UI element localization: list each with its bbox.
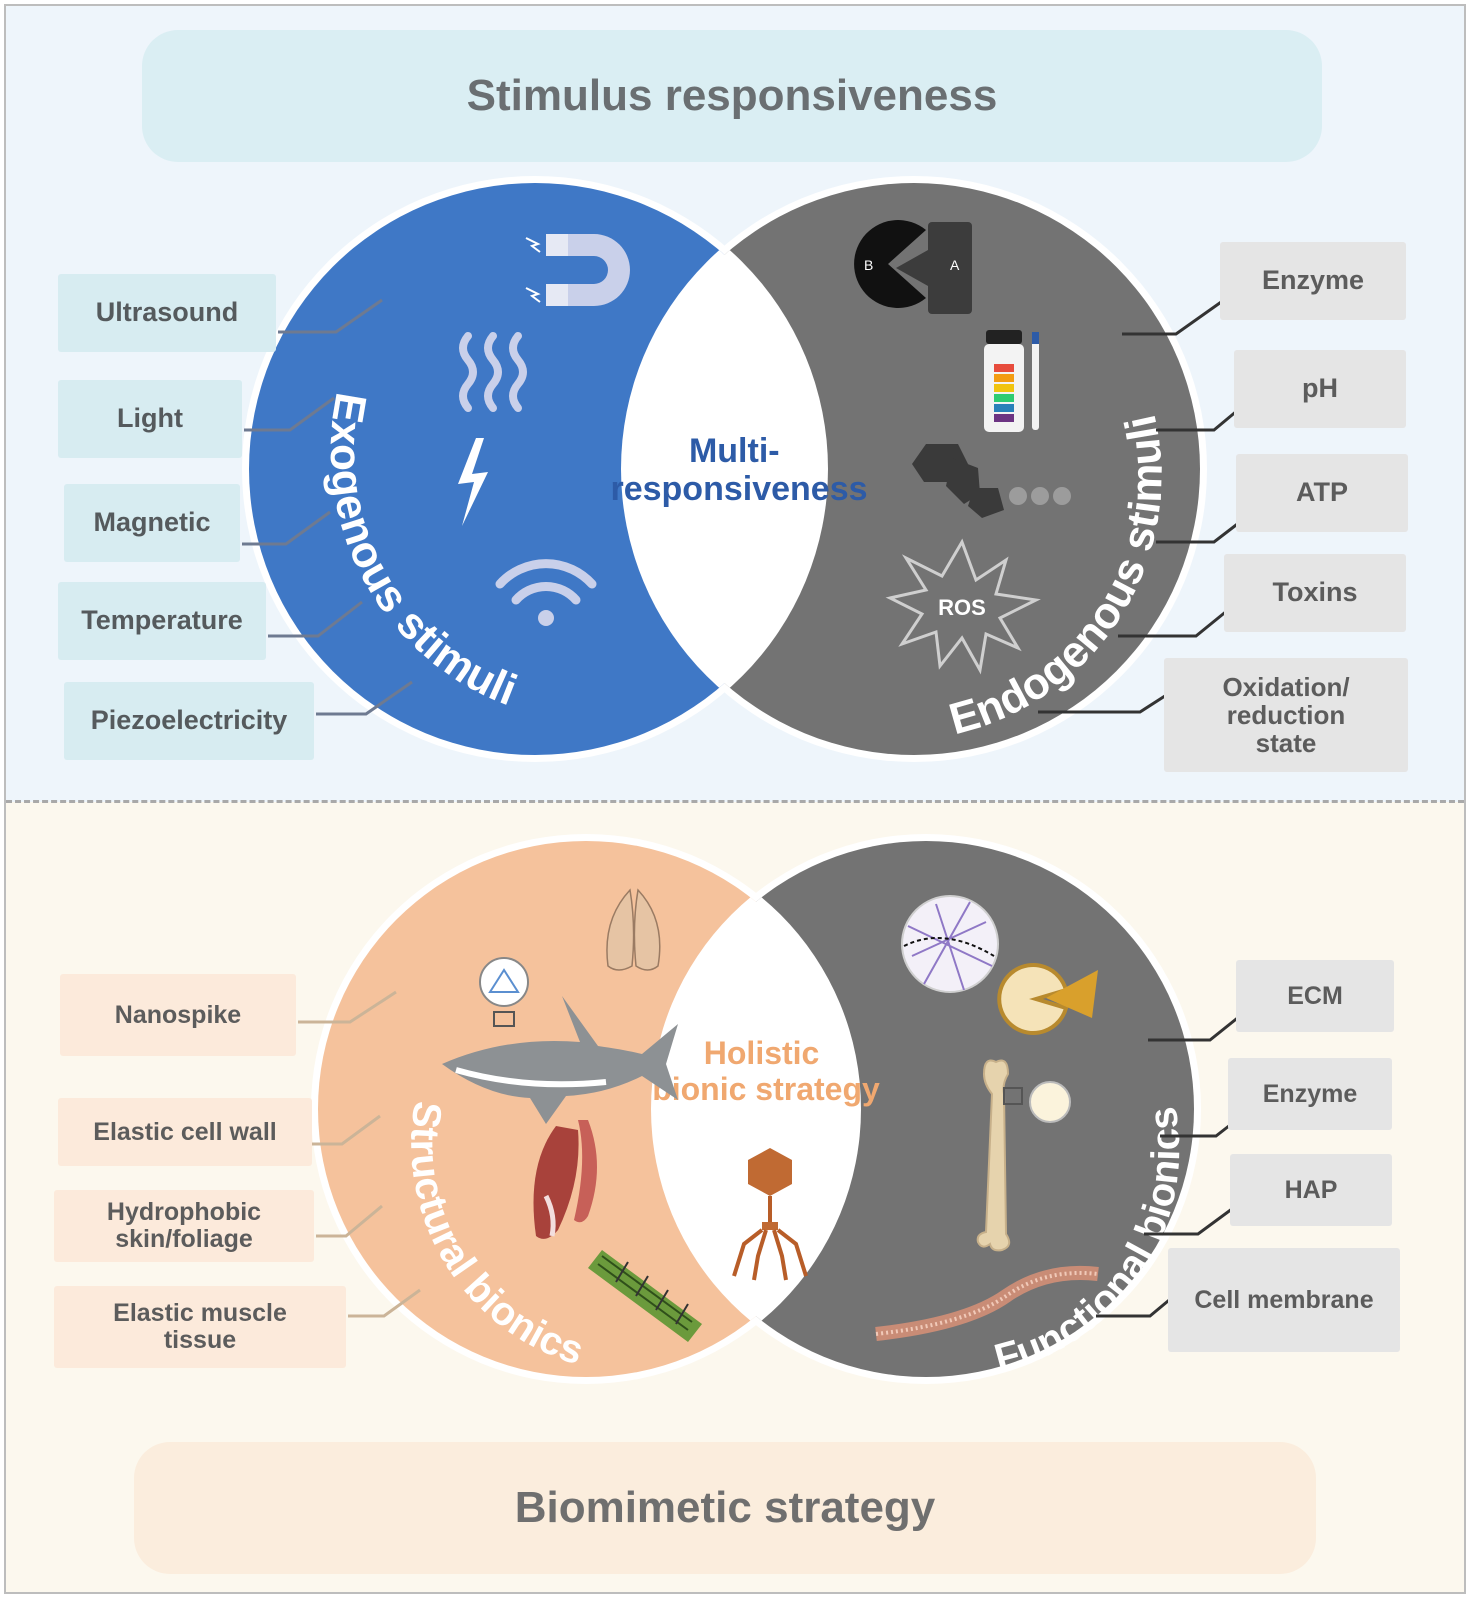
bottom-venn: Structural bionics Functional bionics Ho… <box>298 834 1241 1384</box>
label-oxidation-reduction-text: Oxidation/ reduction state <box>1222 671 1350 759</box>
ros-burst-icon: ROS <box>885 538 1041 675</box>
label-oxidation-reduction: Oxidation/ reduction state <box>1164 658 1408 772</box>
stimulus-title: Stimulus responsiveness <box>142 30 1322 162</box>
top-venn: Exogenous stimuli Endogenous stimuli Mul… <box>242 176 1241 762</box>
label-toxins: Toxins <box>1224 554 1406 632</box>
top-right-connectors <box>1038 298 1241 714</box>
multi-responsiveness-label: Multi- responsiveness <box>610 432 867 508</box>
wifi-icon <box>495 559 597 626</box>
enzyme-label-b: B <box>864 257 873 273</box>
shark-icon <box>442 996 678 1124</box>
ecm-fiber-icon <box>901 895 999 993</box>
bottom-right-connectors <box>1096 1014 1241 1318</box>
label-hap: HAP <box>1230 1154 1392 1226</box>
bone-icon <box>976 1059 1071 1252</box>
center-line-2: responsiveness <box>610 470 867 508</box>
lightning-icon <box>458 438 488 526</box>
label-elastic-muscle: Elastic muscle tissue <box>54 1286 346 1368</box>
label-ph: pH <box>1234 350 1406 428</box>
label-cell-membrane: Cell membrane <box>1168 1248 1400 1352</box>
bottom-left-connectors <box>298 990 421 1318</box>
holistic-line-2: bionic strategy <box>652 1071 880 1107</box>
label-atp: ATP <box>1236 454 1408 532</box>
label-magnetic: Magnetic <box>64 484 240 562</box>
ph-strip-icon <box>984 330 1039 432</box>
label-ultrasound: Ultrasound <box>58 274 276 352</box>
label-hydrophobic-skin: Hydrophobic skin/foliage <box>54 1190 314 1262</box>
heat-waves-icon <box>459 332 527 412</box>
cell-membrane-icon <box>875 1265 1099 1341</box>
holistic-line-1: Holistic <box>704 1035 820 1071</box>
biomimetic-title: Biomimetic strategy <box>134 1442 1316 1574</box>
label-hydrophobic-skin-text: Hydrophobic skin/foliage <box>106 1198 262 1253</box>
center-line-1: Multi- <box>689 432 780 470</box>
multi-response-lens <box>628 183 821 755</box>
label-piezoelectricity: Piezoelectricity <box>64 682 314 760</box>
label-light: Light <box>58 380 242 458</box>
top-left-connectors <box>242 298 413 716</box>
plant-stem-icon <box>588 1250 702 1342</box>
enzyme-pacman-icon: B A <box>854 220 972 314</box>
label-nanospike: Nanospike <box>60 974 296 1056</box>
label-elastic-cell-wall: Elastic cell wall <box>58 1098 312 1166</box>
panel-divider <box>6 800 1464 803</box>
muscle-icon <box>533 1120 597 1239</box>
enzyme-label-a: A <box>950 257 960 273</box>
insect-wings-icon <box>606 888 661 971</box>
label-enzyme-bottom: Enzyme <box>1228 1058 1392 1130</box>
nanospike-lens-icon <box>479 957 529 1027</box>
venn-diagrams: Exogenous stimuli Endogenous stimuli Mul… <box>242 176 1241 1384</box>
enzyme-cheese-icon <box>997 963 1098 1035</box>
label-enzyme: Enzyme <box>1220 242 1406 320</box>
label-temperature: Temperature <box>58 582 266 660</box>
holistic-bionic-label: Holistic bionic strategy <box>652 1035 880 1107</box>
figure-frame: Stimulus responsiveness Biomimetic strat… <box>4 4 1466 1594</box>
ros-label: ROS <box>938 595 986 620</box>
bacteriophage-icon <box>732 1148 808 1281</box>
atp-molecule-icon <box>912 444 1071 518</box>
label-elastic-muscle-text: Elastic muscle tissue <box>113 1299 287 1354</box>
label-ecm: ECM <box>1236 960 1394 1032</box>
magnet-icon <box>525 234 630 306</box>
